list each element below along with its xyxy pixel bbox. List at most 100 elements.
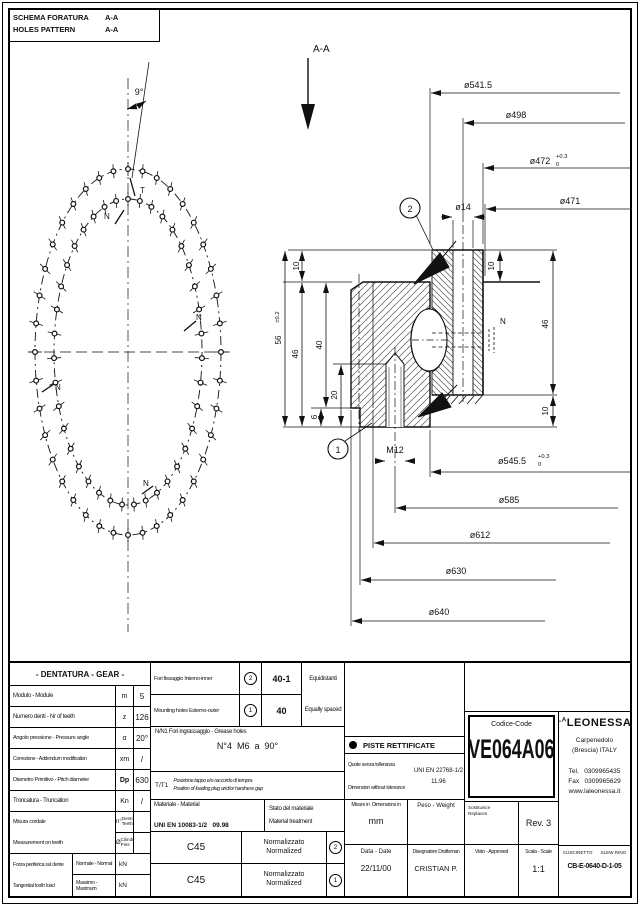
fixing-holes-inner-value: 40-1 bbox=[262, 663, 302, 695]
fixing-holes-inner-label: Fori fissaggio Interno-inner bbox=[151, 663, 240, 695]
load-label-en: Tangential tooth load bbox=[13, 882, 55, 889]
plug-position-it: Posizione tappo e/o raccordo di tempra bbox=[173, 777, 253, 784]
hardness-gap-marks bbox=[413, 240, 483, 418]
balloon-1-label: 1 bbox=[335, 445, 340, 455]
material-balloon-1: 1 bbox=[329, 873, 342, 887]
material-balloon-cell: 1 bbox=[327, 864, 345, 896]
grease-n-label-1: N bbox=[104, 212, 110, 221]
company-fax: Fax 0309965629 bbox=[568, 778, 621, 785]
dim-541: ø541.5 bbox=[464, 80, 492, 90]
gear-row-symbol: Kn bbox=[116, 791, 134, 812]
grease-holes-label: N/N1 Fori ingrassaggio - Grease holes bbox=[155, 729, 247, 735]
gear-row-label: Troncatura - Truncation bbox=[10, 791, 116, 812]
gear-row-symbol: Dp bbox=[116, 770, 134, 791]
material-name: C45 bbox=[151, 832, 242, 864]
material-standard: UNI EN 10083-1/2 09.98 bbox=[154, 822, 229, 829]
measurement-label-it: Misura cordale bbox=[13, 819, 46, 826]
code-blank-cell bbox=[465, 663, 630, 712]
material-cell: Materiale - Material UNI EN 10083-1/2 09… bbox=[151, 800, 265, 832]
treatment-label-it: Stato del materiale bbox=[269, 806, 314, 813]
load-max-unit: kN bbox=[116, 875, 151, 896]
ground-raceways-cell: PISTE RETTIFICATE bbox=[345, 737, 465, 754]
gear-row-symbol: α bbox=[116, 728, 134, 749]
ground-raceways-label: PISTE RETTIFICATE bbox=[363, 740, 435, 750]
draftsman-label: Disegnatore Draftsman bbox=[412, 849, 460, 855]
gear-row-value: / bbox=[134, 749, 151, 770]
gear-row-label: Numero denti - Nr of teeth bbox=[10, 707, 116, 728]
spec-blank-cell bbox=[345, 663, 465, 737]
approved-cell: Visto - Approved bbox=[465, 845, 519, 896]
holes-pattern-header: SCHEMA FORATURA A-A HOLES PATTERN A-A bbox=[10, 10, 160, 42]
dim-56-tol: ±0.2 bbox=[275, 311, 281, 322]
date-cell: Data - Date 22/11/00 bbox=[345, 845, 408, 896]
fixing-holes-outer-balloon: 1 bbox=[240, 695, 262, 727]
dim-630: ø630 bbox=[446, 566, 467, 576]
gear-row-symbol: xm bbox=[116, 749, 134, 770]
company-city: Carpenedolo bbox=[575, 737, 614, 744]
company-logo: LALEONESSA bbox=[559, 717, 630, 729]
pins-it: Cilindri bbox=[120, 837, 134, 843]
grease-holes-cell: N/N1 Fori ingrassaggio - Grease holes N°… bbox=[151, 727, 345, 772]
gear-row-value: 5 bbox=[134, 686, 151, 707]
dimension-lines bbox=[282, 90, 632, 624]
hole-pattern-labels: 9° T N N N N bbox=[55, 87, 202, 488]
header-ref2: A-A bbox=[105, 25, 119, 34]
header-line1: SCHEMA FORATURA bbox=[13, 13, 89, 22]
dim-6: 6 bbox=[310, 414, 319, 419]
replaces-cell: Sostituisce Replaces bbox=[465, 802, 519, 845]
inner-ring-section-b bbox=[472, 249, 484, 396]
gear-row-label: Angolo pressione - Pressure angle bbox=[10, 728, 116, 749]
dim-20: 20 bbox=[330, 390, 339, 399]
dimension-texts: ø541.5 ø498 ø472 +0.3 0 ø471 ø14 M12 ø54… bbox=[274, 80, 580, 617]
pins-symbol: Ø bbox=[116, 840, 121, 846]
gear-row-value: / bbox=[134, 791, 151, 812]
angle-label: 9° bbox=[135, 87, 144, 97]
teeth-it: Denti bbox=[121, 816, 133, 822]
code-box: Codice-Code VE064A06 bbox=[468, 715, 555, 798]
tolerance-cell: Quote senza tolleranza Dimension without… bbox=[345, 754, 465, 800]
load-normal-unit: kN bbox=[116, 854, 151, 875]
plug-position-cell: T/T1 Posizione tappo e/o raccordo di tem… bbox=[151, 772, 345, 800]
drawing-number: CB-E-0640-D-1-05 bbox=[567, 863, 622, 870]
gear-row-value: 630 bbox=[134, 770, 151, 791]
treatment-en: Normalized bbox=[266, 880, 302, 887]
material-balloon-cell: 2 bbox=[327, 832, 345, 864]
company-web: www.laleonessa.it bbox=[568, 788, 621, 795]
note-en: Equally spaced bbox=[304, 707, 342, 714]
dim-585: ø585 bbox=[499, 495, 520, 505]
fixing-holes-outer-value: 40 bbox=[262, 695, 302, 727]
header-line2: HOLES PATTERN bbox=[13, 25, 76, 34]
code-cell: Codice-Code VE064A06 bbox=[465, 712, 559, 802]
gear-row-value: 126 bbox=[134, 707, 151, 728]
gear-row-value: 20° bbox=[134, 728, 151, 749]
load-max-label: Massimo - Maximum bbox=[73, 875, 116, 896]
scale-cell: Scala - Scale 1:1 bbox=[519, 845, 559, 896]
load-label-it: Forza periferica sul dente bbox=[13, 861, 64, 868]
pins-en: Pins bbox=[120, 842, 130, 847]
company-tel: Tel. 0309965435 bbox=[568, 768, 621, 775]
tolerance-standard-year: 11.96 bbox=[431, 778, 446, 785]
treatment-label-en: Material treatment bbox=[269, 818, 312, 825]
treatment-it: Normalizzato bbox=[263, 871, 305, 879]
note-it: Equidistanti bbox=[309, 675, 337, 682]
tolerance-label-it: Quote senza tolleranza bbox=[348, 762, 395, 769]
scale-value: 1:1 bbox=[532, 864, 545, 874]
material-treatment: Normalizzato Normalized bbox=[242, 864, 327, 896]
logo-name: LEONESSA bbox=[566, 717, 630, 729]
balloon-2: 2 bbox=[244, 672, 257, 685]
filled-dot-icon bbox=[349, 741, 357, 749]
product-label-it: CUSCINETTO bbox=[562, 850, 593, 855]
weight-label: Peso - Weight bbox=[417, 803, 455, 809]
dim-5455-tol-lo: 0 bbox=[538, 462, 541, 468]
header-ref1: A-A bbox=[105, 13, 119, 22]
material-balloon-2: 2 bbox=[329, 841, 342, 854]
date-value: 22/11/00 bbox=[360, 864, 392, 873]
measurement-pins-value bbox=[134, 833, 151, 854]
outer-hole-ring bbox=[28, 162, 228, 542]
grease-n-label-3: N bbox=[55, 383, 61, 392]
inner-hole-ring bbox=[47, 192, 209, 512]
